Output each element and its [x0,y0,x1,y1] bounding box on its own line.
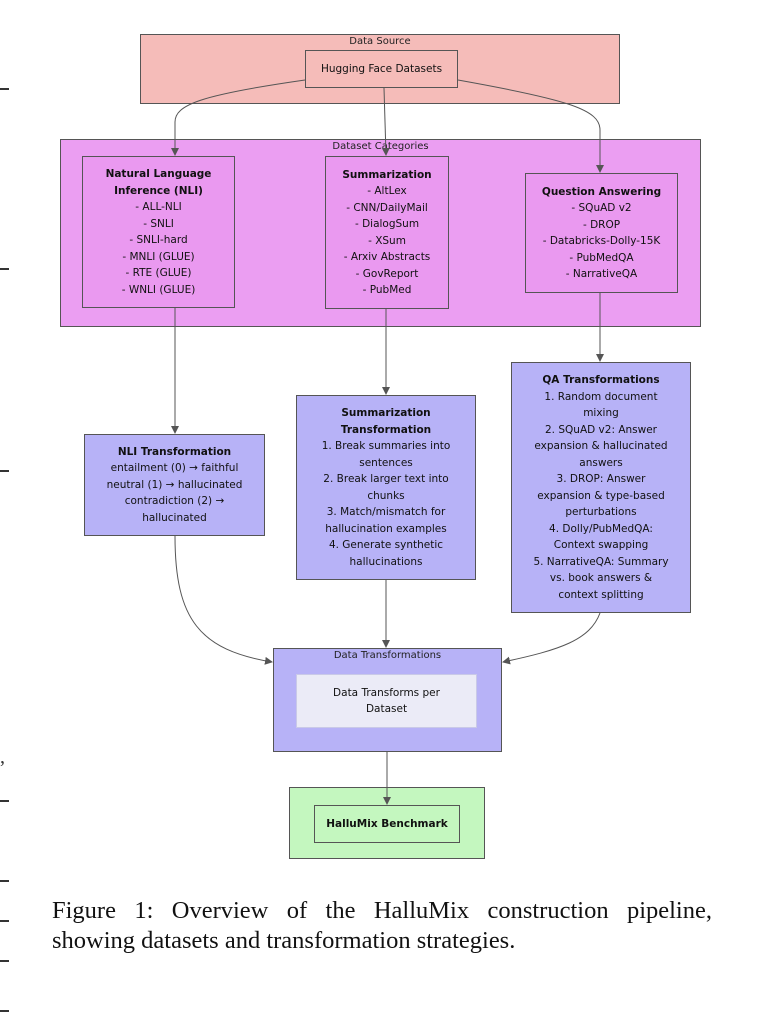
qa-transformations-line: perturbations [565,506,637,518]
summarization-transformation-line: 1. Break summaries into [321,440,451,452]
margin-mark [0,880,9,882]
edge-source-to-nli [171,79,306,156]
summarization-title: Summarization [342,168,432,181]
margin-mark [0,470,9,472]
summarization-transformation-line: 2. Break larger text into [323,473,449,485]
summarization-transformation-node: Summarization Transformation 1. Break su… [296,395,476,580]
summarization-item: - XSum [368,234,406,247]
summarization-item: - CNN/DailyMail [346,201,428,214]
qa-transformations-line: 1. Random document [544,390,658,403]
summarization-category-node: Summarization - AltLex - CNN/DailyMail -… [325,156,449,309]
summarization-transformation-line: sentences [359,456,413,469]
summarization-transformation-line: chunks [367,489,405,502]
hugging-face-datasets-node: Hugging Face Datasets [305,50,458,88]
margin-mark [0,88,9,90]
margin-mark [0,920,9,922]
qa-transformations-line: vs. book answers & [549,572,653,584]
nli-item: - SNLI-hard [129,234,188,246]
qa-transformations-node: QA Transformations 1. Random document mi… [511,362,691,613]
qa-transformations-line: Context swapping [553,539,649,551]
data-transforms-per-dataset-line: Dataset [365,703,408,715]
summarization-item: - AltLex [367,185,407,197]
summarization-transformation-line: 3. Match/mismatch for [326,506,446,518]
nli-transformation-line: neutral (1) → hallucinated [106,478,243,491]
qa-item: - SQuAD v2 [571,202,632,214]
edge-source-to-summarization [381,87,390,156]
hugging-face-datasets-text: Hugging Face Datasets [320,62,443,75]
qa-category-node: Question Answering - SQuAD v2 - DROP - D… [525,173,678,293]
qa-transformations-line: context splitting [558,588,644,601]
nli-item: - ALL-NLI [135,201,182,213]
margin-mark [0,268,9,270]
nli-item: - SNLI [143,217,174,230]
qa-transformations-line: 5. NarrativeQA: Summary [533,555,669,568]
nli-transformation-node: NLI Transformation entailment (0) → fait… [84,434,265,536]
nli-item: - MNLI (GLUE) [122,250,195,263]
qa-transformations-line: 4. Dolly/PubMedQA: [549,522,653,535]
nli-transformation-line: contradiction (2) → [124,495,225,508]
nli-category-node: Natural Language Inference (NLI) - ALL-N… [82,156,235,308]
summarization-transformation-line: 4. Generate synthetic [328,539,444,551]
qa-transformations-line: expansion & hallucinated [534,440,668,452]
summarization-item: - Arxiv Abstracts [343,251,431,263]
qa-transformations-line: 3. DROP: Answer [556,473,646,485]
qa-transformations-line: mixing [583,407,619,419]
nli-transformation-title: NLI Transformation [117,445,232,458]
qa-transformations-line: expansion & type-based [537,489,665,502]
qa-transformations-line: answers [579,456,623,469]
margin-mark [0,800,9,802]
summarization-item: - PubMed [362,284,412,296]
hallumix-benchmark-node: HalluMix Benchmark [314,805,460,843]
margin-glyph: , [0,746,5,768]
summarization-transformation-title: Transformation [340,423,432,436]
qa-transformations-line: 2. SQuAD v2: Answer [545,423,657,436]
margin-mark [0,960,9,962]
summarization-transformation-title: Summarization [341,407,431,419]
nli-item: - RTE (GLUE) [125,267,192,279]
figure-caption: Figure 1: Overview of the HalluMix const… [52,897,712,954]
nli-title-line: Natural Language [105,168,212,180]
summarization-transformation-line: hallucinations [349,555,423,568]
data-source-label: Data Source [349,36,411,47]
data-transforms-per-dataset-line: Data Transforms per [333,686,440,699]
hallumix-benchmark-text: HalluMix Benchmark [326,817,448,830]
edge-source-to-qa [457,79,604,173]
edge-qa-transformations-to-data-transformations [502,612,601,665]
qa-item: - PubMedQA [569,251,634,264]
summarization-transformation-line: hallucination examples [325,522,447,535]
data-transformations-label: Data Transformations [333,650,442,661]
summarization-item: - GovReport [355,267,419,280]
qa-item: - Databricks-Dolly-15K [542,235,661,247]
qa-title: Question Answering [541,185,662,198]
nli-title-line: Inference (NLI) [114,184,203,197]
data-transforms-per-dataset-node: Data Transforms per Dataset [296,674,477,728]
dataset-categories-label: Dataset Categories [332,141,429,152]
qa-transformations-title: QA Transformations [542,374,660,386]
nli-transformation-line: hallucinated [142,511,207,524]
qa-item: - NarrativeQA [565,268,638,280]
edge-nli-transformation-to-data-transformations [174,535,273,665]
summarization-item: - DialogSum [354,218,420,230]
margin-mark [0,1010,9,1012]
nli-transformation-line: entailment (0) → faithful [110,462,239,475]
nli-item: - WNLI (GLUE) [121,283,196,296]
qa-item: - DROP [582,218,621,231]
